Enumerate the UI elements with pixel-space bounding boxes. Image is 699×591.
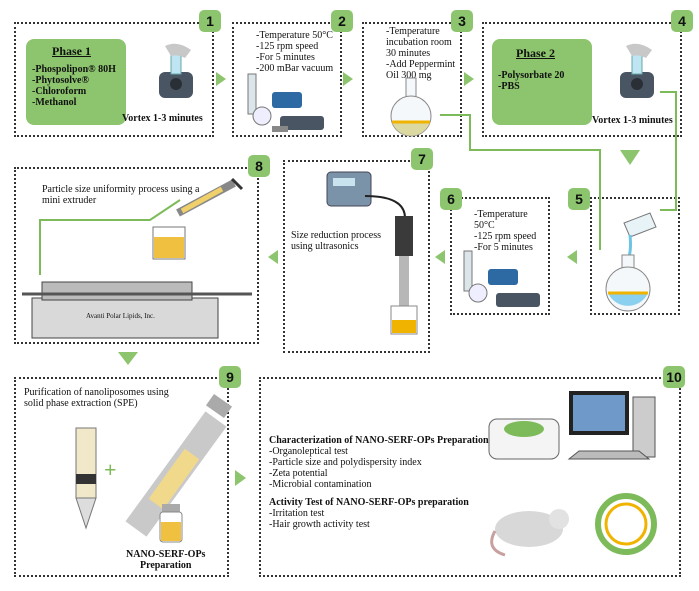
vortex-label-1: Vortex 1-3 minutes (122, 113, 203, 124)
liposome-icon (595, 493, 657, 555)
step-badge-2: 2 (331, 10, 353, 32)
step-6-conditions: -Temperature 50°C -125 rpm speed -For 5 … (474, 209, 537, 253)
activity-title: Activity Test of NANO-SERF-OPs preparati… (269, 497, 469, 508)
step-badge-3: 3 (451, 10, 473, 32)
characterization-title: Characterization of NANO-SERF-OPs Prepar… (269, 435, 489, 446)
step-2-panel: -Temperature 50°C -125 rpm speed -For 5 … (232, 22, 342, 137)
step-badge-7: 7 (411, 148, 433, 170)
step-9-panel: Purification of nanoliposomes using soli… (14, 377, 233, 577)
activity-items: -Irritation test -Hair growth activity t… (269, 508, 370, 530)
rat-icon (490, 509, 569, 557)
phase-2-box (492, 39, 592, 125)
step-8-panel: Particle size uniformity process using a… (14, 167, 259, 344)
beaker-icon (152, 226, 186, 260)
arrow-6-to-7 (435, 250, 445, 264)
mini-extruder-icon (22, 281, 252, 339)
phase-2-ingredients: -Polysorbate 20 -PBS (498, 70, 565, 92)
step-badge-4: 4 (671, 10, 693, 32)
arrow-2-to-3 (343, 72, 353, 86)
step-badge-10: 10 (663, 366, 685, 388)
arrow-3-to-4 (464, 72, 474, 86)
arrow-1-to-2 (216, 72, 226, 86)
product-label: NANO-SERF-OPs Preparation (126, 549, 206, 571)
step-6-panel: -Temperature 50°C -125 rpm speed -For 5 … (450, 197, 550, 315)
step-10-panel: Characterization of NANO-SERF-OPs Prepar… (259, 377, 681, 577)
step-3-panel: -Temperature incubation room 30 minutes … (362, 22, 462, 137)
arrow-4-to-5 (620, 150, 640, 165)
step-1-panel: Phase 1 -Phospolipon® 80H -Phytosolve® -… (14, 22, 214, 137)
step-9-caption: Purification of nanoliposomes using soli… (24, 387, 169, 409)
syringe-icon (176, 177, 244, 217)
extruder-brand: Avanti Polar Lipids, Inc. (86, 312, 155, 320)
arrow-5-to-6 (567, 250, 577, 264)
phase-1-title: Phase 1 (52, 44, 91, 58)
vortex-label-2: Vortex 1-3 minutes (592, 115, 673, 126)
step-5-panel (590, 197, 680, 315)
plus-sign: + (104, 457, 117, 482)
step-7-panel: Size reduction process using ultrasonics (283, 160, 430, 353)
rotary-evaporator-icon (247, 73, 324, 132)
step-3-conditions: -Temperature incubation room 30 minutes … (386, 26, 456, 81)
analyzer-computer-icon (488, 391, 656, 460)
phase-2-title: Phase 2 (516, 46, 555, 60)
vortex-mixer-icon (159, 43, 193, 98)
phase-1-ingredients: -Phospolipon® 80H -Phytosolve® -Chlorofo… (32, 64, 116, 108)
step-badge-5: 5 (568, 188, 590, 210)
large-syringe-icon (125, 393, 233, 537)
mixing-flask-icon (605, 212, 657, 312)
vortex-mixer-icon (620, 43, 654, 98)
step-2-conditions: -Temperature 50°C -125 rpm speed -For 5 … (256, 30, 334, 74)
arrow-9-to-10 (235, 470, 246, 486)
step-badge-9: 9 (219, 366, 241, 388)
step-7-caption: Size reduction process using ultrasonics (291, 230, 381, 252)
phase-1-box (26, 39, 126, 125)
step-4-panel: Phase 2 -Polysorbate 20 -PBS Vortex 1-3 … (482, 22, 682, 137)
step-badge-1: 1 (199, 10, 221, 32)
step-badge-8: 8 (248, 155, 270, 177)
vial-icon (159, 504, 183, 543)
round-flask-icon (390, 77, 432, 137)
arrow-7-to-8 (268, 250, 278, 264)
rotary-evaporator-icon (463, 250, 540, 307)
characterization-items: -Organoleptical test -Particle size and … (269, 446, 422, 490)
spe-cartridge-icon (75, 427, 97, 530)
arrow-8-to-9 (118, 352, 138, 365)
ultrasonic-device-icon (326, 171, 418, 335)
step-badge-6: 6 (440, 188, 462, 210)
